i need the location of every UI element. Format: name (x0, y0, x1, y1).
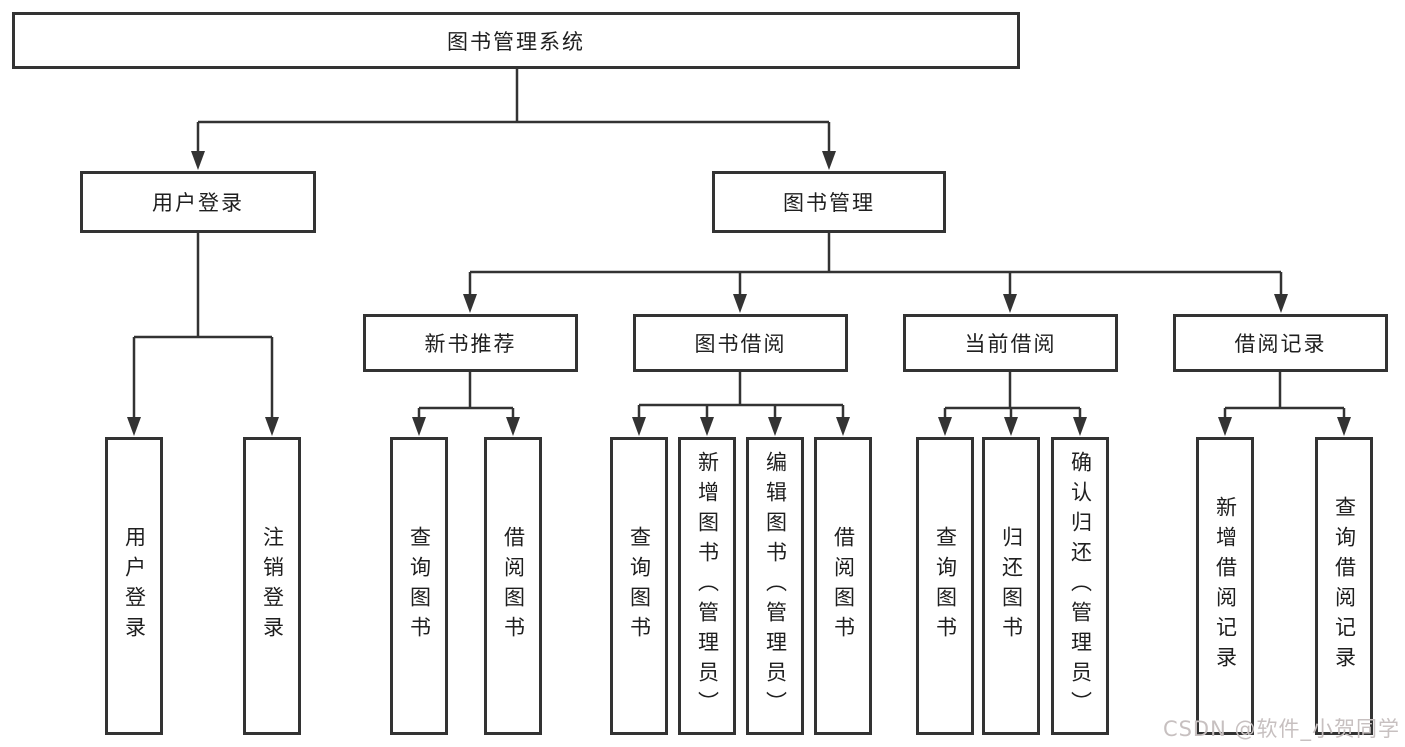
node-leaf-query-book-current: 查询图书 (916, 437, 974, 735)
node-root: 图书管理系统 (12, 12, 1020, 69)
node-leaf-query-book-current-label: 查询图书 (933, 526, 958, 646)
node-leaf-add-borrow-record-label: 新增借阅记录 (1213, 496, 1238, 676)
node-leaf-borrow-book-recommend: 借阅图书 (484, 437, 542, 735)
node-leaf-query-borrow-record-label: 查询借阅记录 (1332, 496, 1357, 676)
node-leaf-add-book-admin: 新增图书（管理员） (678, 437, 736, 735)
node-leaf-logout-label: 注销登录 (260, 526, 285, 646)
node-leaf-borrow-book: 借阅图书 (814, 437, 872, 735)
node-leaf-query-borrow-record: 查询借阅记录 (1315, 437, 1373, 735)
node-leaf-confirm-return-admin: 确认归还（管理员） (1051, 437, 1109, 735)
node-leaf-return-book: 归还图书 (982, 437, 1040, 735)
node-root-label: 图书管理系统 (447, 29, 585, 54)
node-leaf-user-login: 用户登录 (105, 437, 163, 735)
node-borrow-records: 借阅记录 (1173, 314, 1388, 372)
node-leaf-logout: 注销登录 (243, 437, 301, 735)
node-leaf-query-book-borrow-label: 查询图书 (627, 526, 652, 646)
node-book-borrow: 图书借阅 (633, 314, 848, 372)
csdn-watermark: CSDN @软件_小贺同学 (1162, 717, 1400, 741)
node-new-book-recommend-label: 新书推荐 (424, 332, 517, 356)
node-book-borrow-label: 图书借阅 (694, 332, 787, 356)
node-book-management: 图书管理 (712, 171, 946, 233)
node-current-borrow: 当前借阅 (903, 314, 1118, 372)
node-leaf-add-book-admin-label: 新增图书（管理员） (695, 451, 720, 721)
node-borrow-records-label: 借阅记录 (1234, 332, 1327, 356)
node-leaf-edit-book-admin-label: 编辑图书（管理员） (763, 451, 788, 721)
node-leaf-edit-book-admin: 编辑图书（管理员） (746, 437, 804, 735)
node-leaf-borrow-book-label: 借阅图书 (831, 526, 856, 646)
node-leaf-confirm-return-admin-label: 确认归还（管理员） (1068, 451, 1093, 721)
node-leaf-borrow-book-recommend-label: 借阅图书 (501, 526, 526, 646)
node-leaf-add-borrow-record: 新增借阅记录 (1196, 437, 1254, 735)
node-leaf-return-book-label: 归还图书 (999, 526, 1024, 646)
node-user-login-label: 用户登录 (152, 191, 244, 215)
node-current-borrow-label: 当前借阅 (964, 332, 1057, 356)
node-leaf-query-book-recommend-label: 查询图书 (407, 526, 432, 646)
node-leaf-query-book-recommend: 查询图书 (390, 437, 448, 735)
node-user-login: 用户登录 (80, 171, 316, 233)
node-leaf-query-book-borrow: 查询图书 (610, 437, 668, 735)
node-book-management-label: 图书管理 (783, 191, 875, 215)
arrowheads (127, 151, 1351, 436)
node-leaf-user-login-label: 用户登录 (122, 526, 147, 646)
node-new-book-recommend: 新书推荐 (363, 314, 578, 372)
